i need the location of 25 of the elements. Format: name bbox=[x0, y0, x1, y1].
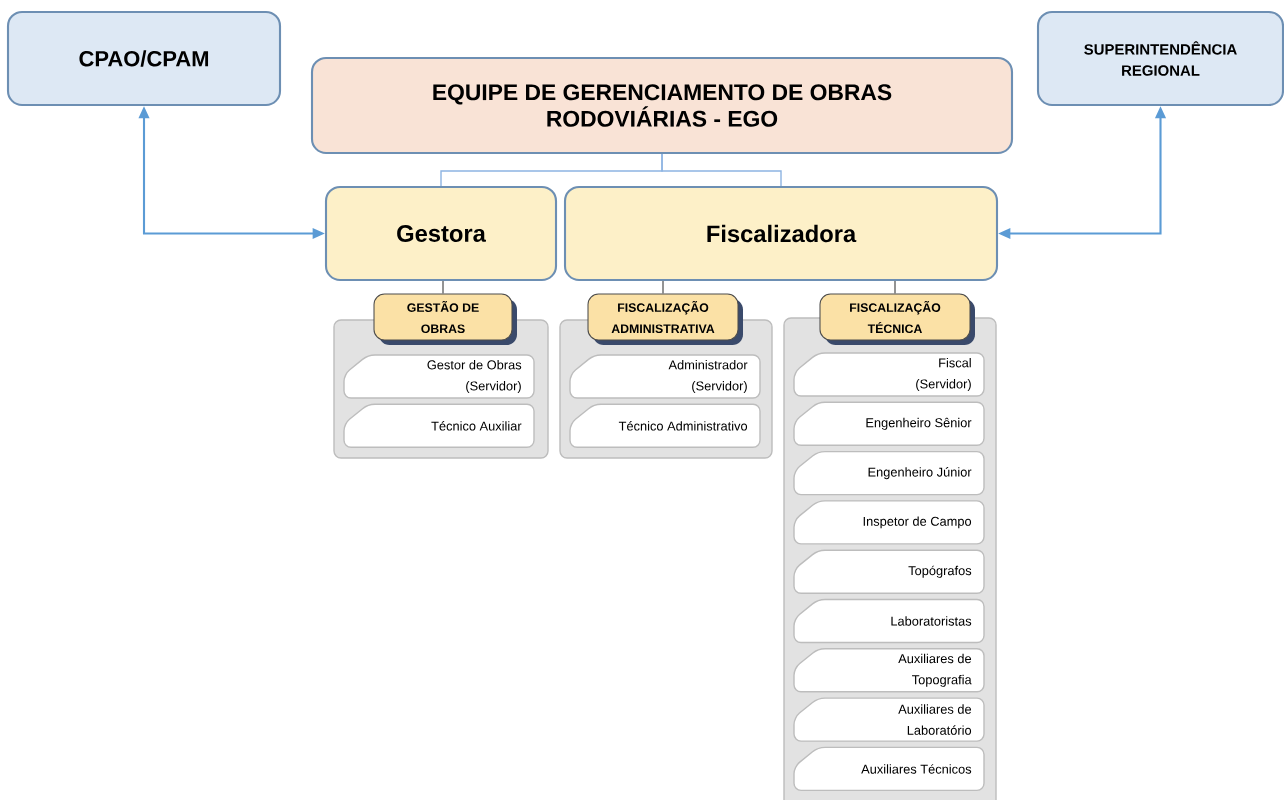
section-tab: FISCALIZAÇÃO ADMINISTRATIVA bbox=[587, 293, 743, 345]
role-box: Auxiliares de Topografia bbox=[793, 648, 985, 693]
role-box: Fiscal (Servidor) bbox=[793, 352, 985, 397]
connector-line bbox=[442, 280, 444, 295]
connector-line bbox=[894, 280, 896, 295]
connector-line bbox=[662, 280, 664, 295]
role-box: Topógrafos bbox=[793, 549, 985, 594]
role-box: Técnico Administrativo bbox=[569, 403, 761, 448]
unit-box: SUPERINTENDÊNCIA REGIONAL bbox=[1036, 10, 1284, 107]
section-tab: FISCALIZAÇÃO TÉCNICA bbox=[819, 293, 975, 345]
unit-box: CPAO/CPAM bbox=[6, 10, 282, 107]
role-box: Inspetor de Campo bbox=[793, 500, 985, 545]
role-box: Engenheiro Júnior bbox=[793, 450, 985, 496]
division-box: Gestora bbox=[324, 185, 558, 282]
role-box: Engenheiro Sênior bbox=[793, 401, 985, 446]
role-box: Auxiliares Técnicos bbox=[793, 746, 985, 792]
role-box: Laboratoristas bbox=[793, 598, 985, 644]
division-box: Fiscalizadora bbox=[563, 185, 999, 282]
role-box: Administrador (Servidor) bbox=[569, 354, 761, 399]
role-box: Gestor de Obras (Servidor) bbox=[343, 354, 535, 399]
title-box: EQUIPE DE GERENCIAMENTO DE OBRAS RODOVIÁRIAS - EGO bbox=[310, 56, 1014, 155]
role-box: Auxiliares de Laboratório bbox=[793, 697, 985, 742]
section-tab: GESTÃO DE OBRAS bbox=[373, 293, 517, 345]
role-box: Técnico Auxiliar bbox=[343, 403, 535, 448]
connector-line bbox=[661, 153, 782, 187]
